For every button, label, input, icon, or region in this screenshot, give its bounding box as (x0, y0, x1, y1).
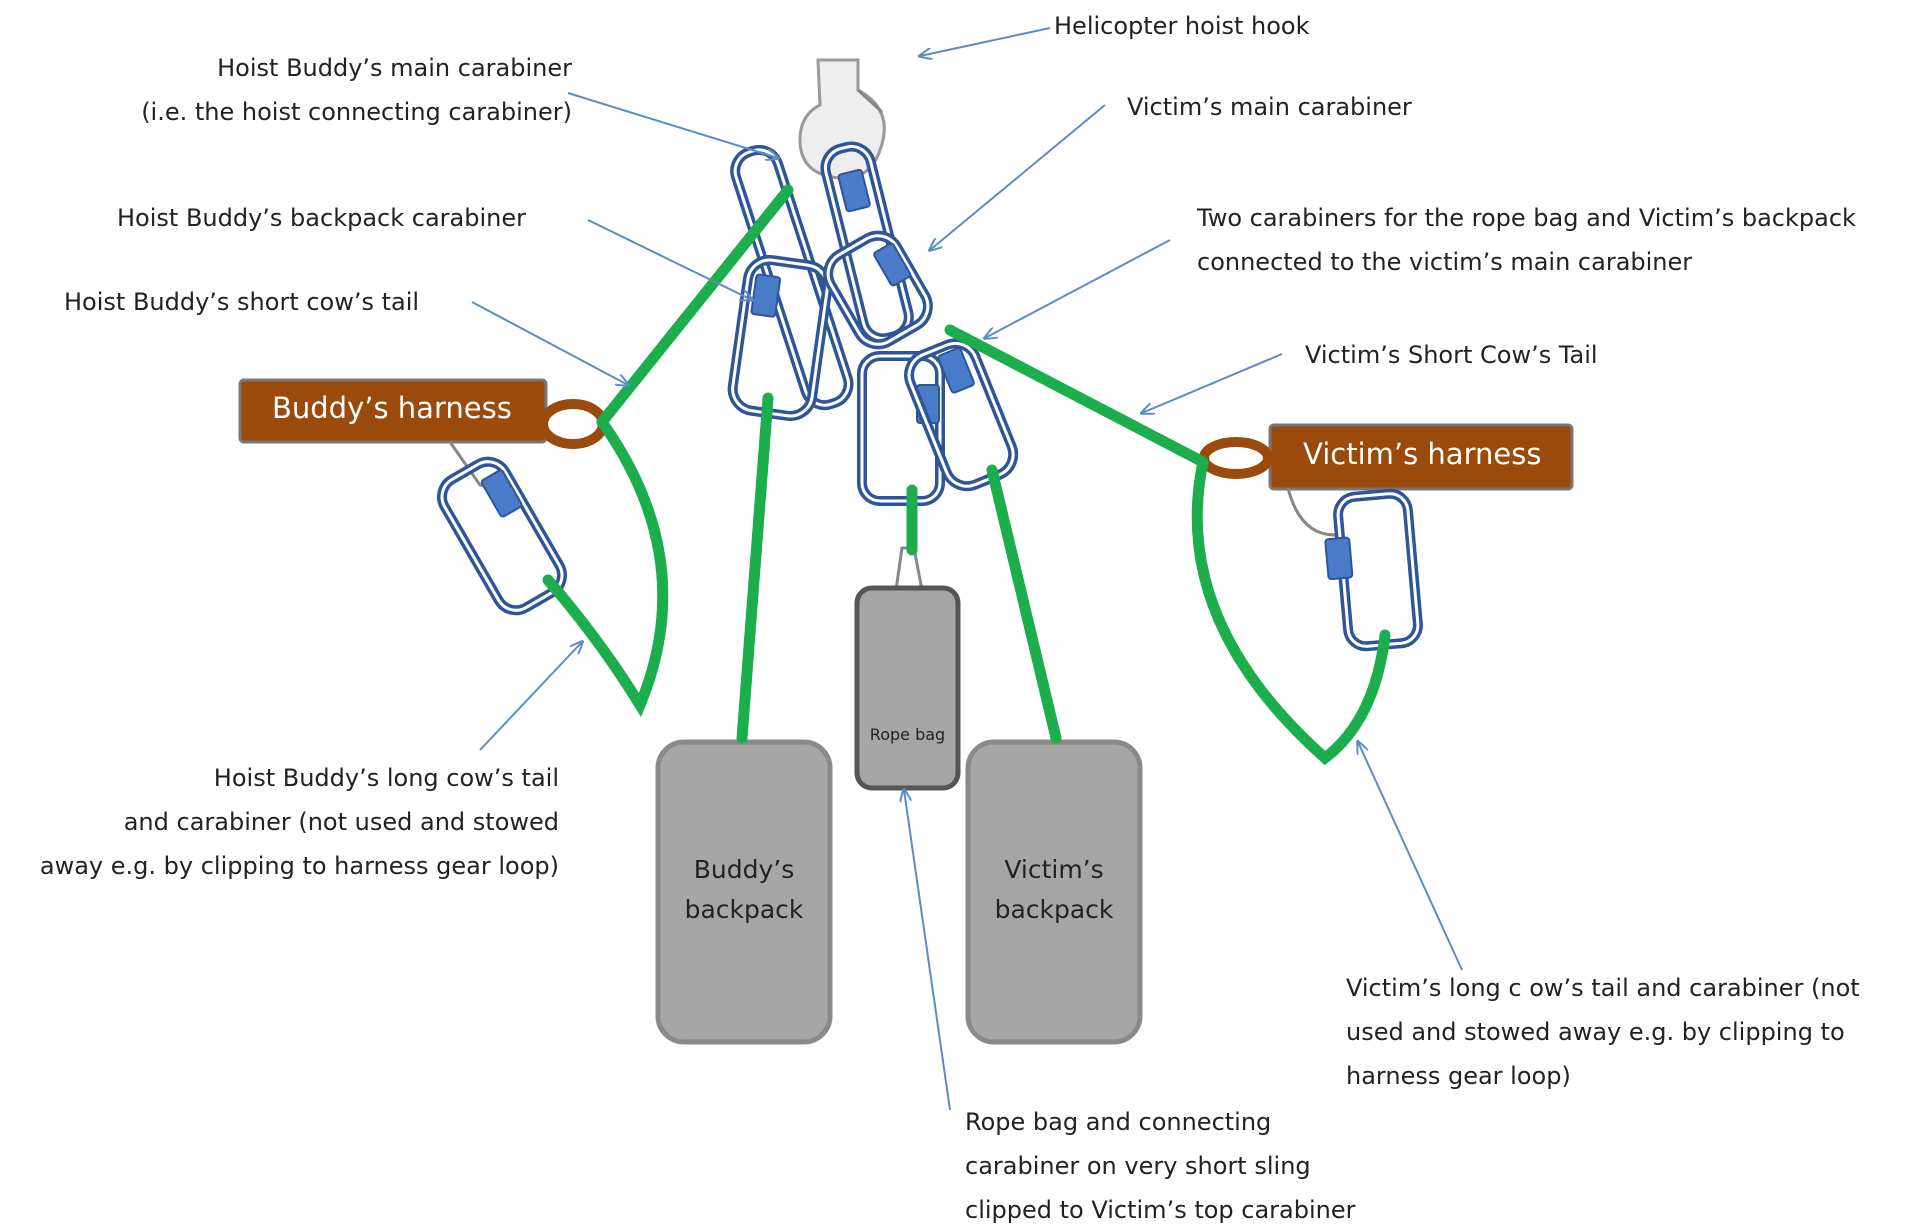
victim-backpack-carabiner (904, 338, 1019, 492)
victim-long-cow-tail (1191, 456, 1391, 766)
label-victim-long-line2: used and stowed away e.g. by clipping to (1346, 1018, 1845, 1046)
buddy-backpack-label-line1: Buddy’s (693, 855, 795, 884)
label-rope-bag-note-line2: carabiner on very short sling (965, 1152, 1311, 1180)
label-two-carabiners-line1: Two carabiners for the rope bag and Vict… (1197, 204, 1856, 232)
label-two-carabiners-line2: connected to the victim’s main carabiner (1197, 248, 1693, 276)
arrow-buddy-main-carabiner (567, 92, 778, 158)
label-buddy-long-line2: and carabiner (not used and stowed (123, 808, 559, 836)
label-rope-bag-note-line3: clipped to Victim’s top carabiner (965, 1196, 1356, 1224)
buddy-harness-label: Buddy’s harness (272, 391, 512, 425)
label-buddy-long-line1: Hoist Buddy’s long cow’s tail (213, 764, 559, 792)
label-buddy-main-line2: (i.e. the hoist connecting carabiner) (141, 98, 572, 126)
buddy-harness-loop (538, 399, 608, 449)
label-buddy-main-line1: Hoist Buddy’s main carabiner (217, 54, 572, 82)
victim-harness-label: Victim’s harness (1303, 437, 1542, 471)
arrow-helicopter-hook (920, 27, 1051, 56)
label-helicopter-hook: Helicopter hoist hook (1054, 12, 1310, 40)
arrow-victim-long-cow-tail (1358, 742, 1463, 971)
buddy-short-cow-tail (596, 184, 794, 428)
buddy-backpack-label: Buddy’s backpack (658, 850, 830, 930)
buddy-backpack-sling (736, 392, 774, 744)
label-victim-long-line3: harness gear loop) (1346, 1062, 1571, 1090)
victim-long-tail-carabiner (1324, 488, 1423, 652)
label-rope-bag-note: Rope bag and connecting carabiner on ver… (965, 1100, 1356, 1232)
label-victim-long-cow-tail: Victim’s long c ow’s tail and carabiner … (1346, 966, 1860, 1098)
label-victim-main-carabiner: Victim’s main carabiner (1127, 93, 1412, 121)
victim-gear-sling (1286, 487, 1336, 537)
arrow-buddy-long-cow-tail (479, 642, 582, 751)
label-victim-short-cow-tail: Victim’s Short Cow’s Tail (1305, 341, 1598, 369)
victim-backpack-label: Victim’s backpack (968, 850, 1140, 930)
victim-backpack-label-line1: Victim’s (1004, 855, 1104, 884)
arrow-rope-bag (904, 790, 951, 1111)
victim-short-cow-tail (944, 324, 1209, 468)
arrow-buddy-backpack-carabiner (587, 219, 752, 300)
buddy-long-cow-tail (542, 416, 669, 718)
victim-harness-loop (1199, 437, 1273, 479)
victim-second-carabiner (823, 230, 933, 350)
label-buddy-short-cow-tail: Hoist Buddy’s short cow’s tail (64, 288, 420, 316)
hook-latch (856, 88, 884, 114)
buddy-long-tail-carabiner (437, 456, 567, 616)
arrow-victim-main-carabiner (930, 104, 1106, 250)
label-rope-bag-note-line1: Rope bag and connecting (965, 1108, 1272, 1136)
rope-bag (854, 585, 961, 791)
buddy-backpack-label-line2: backpack (684, 895, 804, 924)
label-buddy-backpack-carabiner: Hoist Buddy’s backpack carabiner (117, 204, 526, 232)
arrow-victim-short-cow-tail (1142, 353, 1283, 413)
arrow-two-carabiners (985, 239, 1171, 338)
label-buddy-long-line3: away e.g. by clipping to harness gear lo… (39, 852, 559, 880)
label-buddy-main-carabiner: Hoist Buddy’s main carabiner (i.e. the h… (141, 46, 572, 134)
label-victim-long-line1: Victim’s long c ow’s tail and carabiner … (1346, 974, 1860, 1002)
rope-bag-label: Rope bag (869, 725, 946, 744)
label-two-carabiners: Two carabiners for the rope bag and Vict… (1197, 196, 1856, 284)
victim-backpack-sling (986, 464, 1062, 744)
label-buddy-long-cow-tail: Hoist Buddy’s long cow’s tail and carabi… (40, 756, 559, 888)
arrow-buddy-short-cow-tail (471, 301, 628, 385)
victim-backpack-label-line2: backpack (994, 895, 1114, 924)
